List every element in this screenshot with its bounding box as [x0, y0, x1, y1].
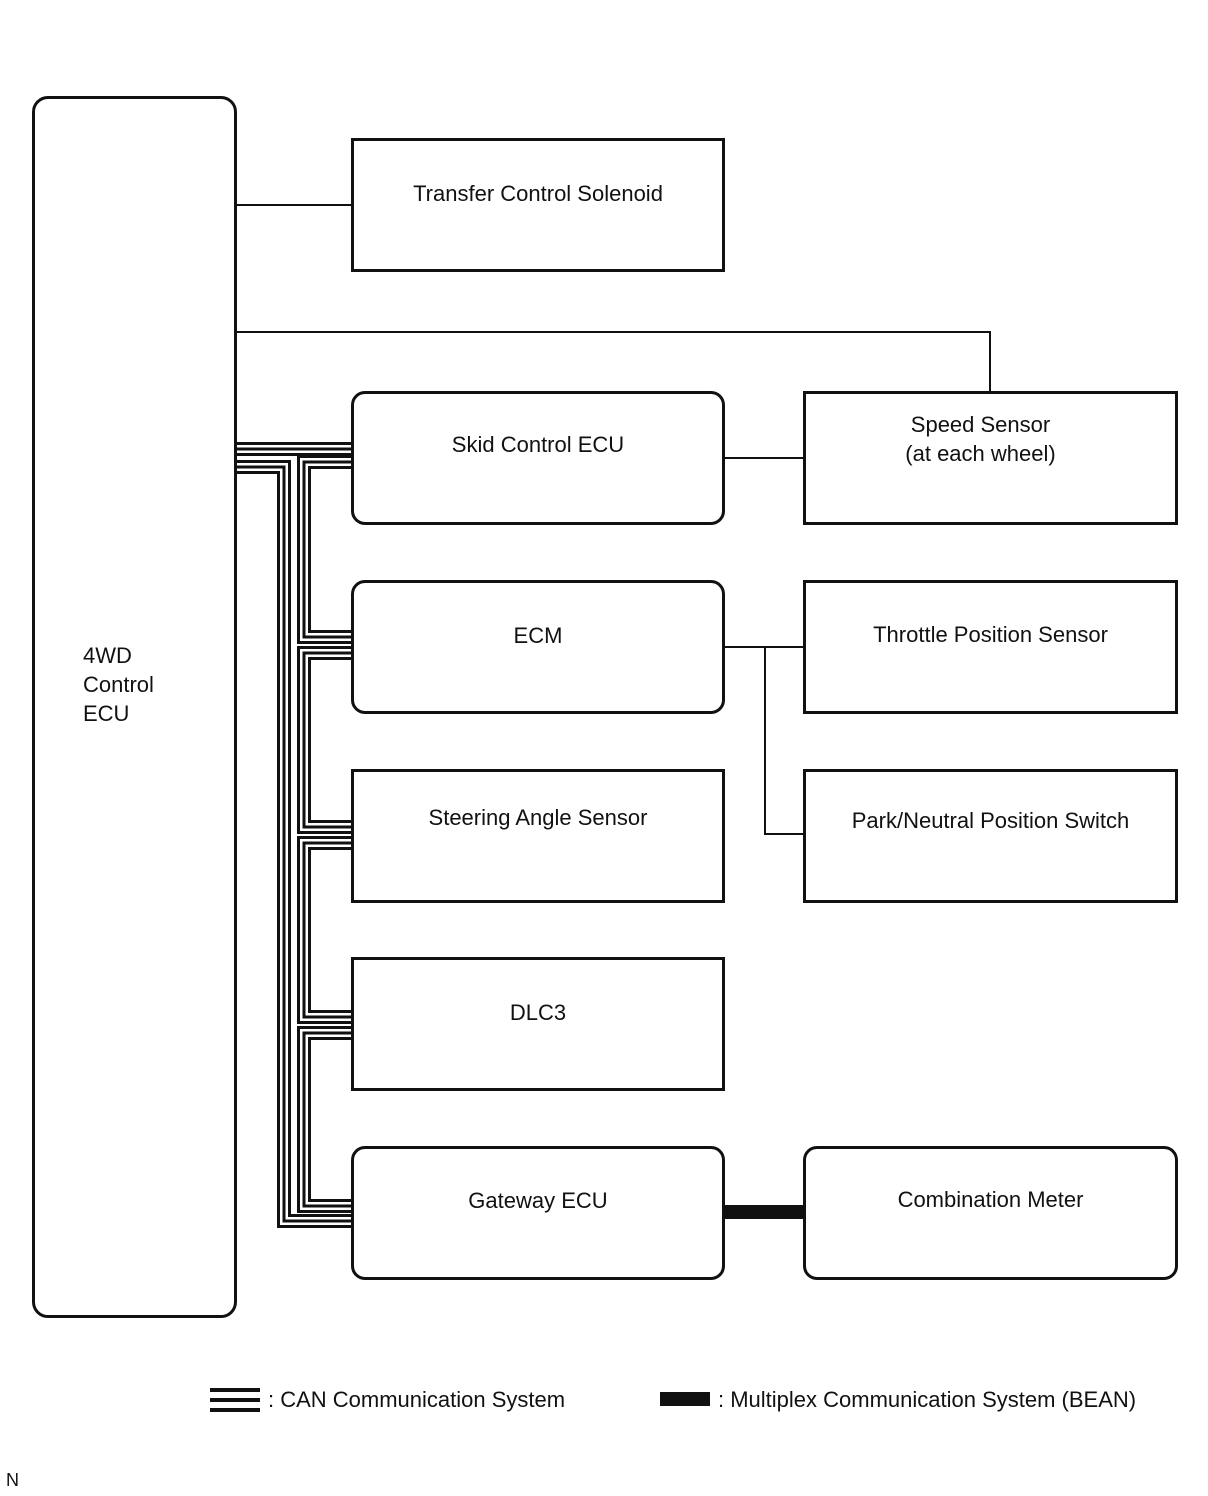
dlc3: DLC3 [351, 957, 725, 1091]
gateway-ecu: Gateway ECU [351, 1146, 725, 1280]
combination-meter-label: Combination Meter [897, 1187, 1084, 1212]
legend-can-label: : CAN Communication System [268, 1387, 566, 1412]
ecm: ECM [351, 580, 725, 714]
4wd-control-ecu: 4WD Control ECU [32, 96, 237, 1318]
park-neutral-position-switch: Park/Neutral Position Switch [803, 769, 1178, 903]
speed-sensor: Speed Sensor (at each wheel) [803, 391, 1178, 525]
throttle-position-sensor: Throttle Position Sensor [803, 580, 1178, 714]
steering-angle-sensor: Steering Angle Sensor [351, 769, 725, 903]
legend-bean-swatch [660, 1392, 710, 1406]
gateway-ecu-label: Gateway ECU [468, 1188, 608, 1213]
steering-angle-sensor-label: Steering Angle Sensor [428, 805, 648, 830]
throttle-position-sensor-label: Throttle Position Sensor [873, 622, 1108, 647]
legend-can-swatch [210, 1388, 260, 1412]
ecm-label: ECM [513, 623, 563, 648]
corner-mark: N [6, 1470, 19, 1490]
skid-control-ecu-label: Skid Control ECU [451, 432, 625, 457]
4wd-control-ecu-label: 4WD Control ECU [83, 643, 154, 726]
skid-control-ecu: Skid Control ECU [351, 391, 725, 525]
transfer-control-solenoid: Transfer Control Solenoid [351, 138, 725, 272]
can-bus [236, 442, 352, 1228]
park-neutral-position-switch-label: Park/Neutral Position Switch [851, 808, 1130, 833]
speed-sensor-label: Speed Sensor (at each wheel) [905, 412, 1056, 466]
wire-speed-sensor [236, 331, 991, 392]
legend-bean-label: : Multiplex Communication System (BEAN) [718, 1387, 1137, 1412]
combination-meter: Combination Meter [803, 1146, 1178, 1280]
dlc3-label: DLC3 [509, 1000, 567, 1025]
transfer-control-solenoid-label: Transfer Control Solenoid [413, 181, 663, 206]
wire-ecm-park [764, 647, 804, 835]
